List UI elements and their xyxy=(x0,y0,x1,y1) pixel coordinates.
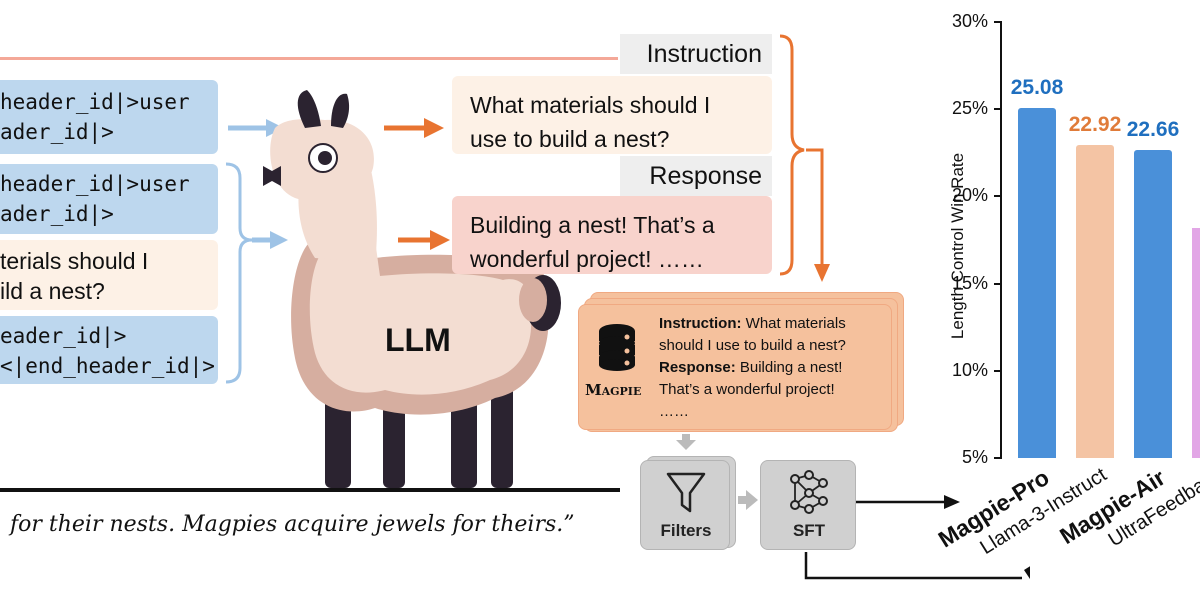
response-message: Building a nest! That’s a wonderful proj… xyxy=(452,196,772,274)
template-line: ader_id|> xyxy=(0,202,114,226)
instruction-line: use to build a nest? xyxy=(470,126,670,152)
card-text: Instruction: What materials should I use… xyxy=(659,313,889,423)
response-label: Response xyxy=(620,156,772,196)
chart-y-tick xyxy=(994,108,1002,111)
top-separator-line xyxy=(0,57,618,60)
template-line: terials should I xyxy=(0,248,149,274)
card-ellipsis: …… xyxy=(659,403,689,420)
card-instruction-key: Instruction: xyxy=(659,315,742,332)
template-line: eader_id|> xyxy=(0,324,127,348)
template-line: ild a nest? xyxy=(0,278,105,304)
chart-y-tick xyxy=(994,282,1002,285)
chart-ylabel: Length Control Win Rate xyxy=(948,152,967,340)
input-arrows xyxy=(0,118,620,492)
chart-y-tick xyxy=(994,21,1002,23)
chart-bar xyxy=(1018,107,1056,458)
llama-illustration xyxy=(263,90,561,488)
output-bracket xyxy=(779,34,830,282)
chart-category-label: UltraFeedback xyxy=(1104,463,1200,552)
card-response-text: That’s a wonderful project! xyxy=(659,381,835,398)
chart-value-label: 22.66 xyxy=(1126,118,1180,141)
chart-y-tick-label: 30% xyxy=(951,11,988,31)
instruction-message: What materials should I use to build a n… xyxy=(452,76,772,154)
chart-value-label: 25.08 xyxy=(1010,75,1064,99)
chart-category-label: W xyxy=(1103,464,1200,589)
response-line: Building a nest! That’s a xyxy=(470,212,715,238)
magpie-logo-text: Magpie xyxy=(585,381,642,399)
template-box-instruction: terials should I ild a nest? xyxy=(0,240,218,310)
dataset-card: Magpie Instruction: What materials shoul… xyxy=(578,304,892,430)
chart-bar xyxy=(1076,145,1114,458)
instruction-label: Instruction xyxy=(620,34,772,74)
chart-y-axis xyxy=(1000,22,1002,458)
chart-y-tick xyxy=(994,369,1002,372)
magpie-quote: for their nests. Magpies acquire jewels … xyxy=(10,512,575,537)
response-line: wonderful project! …… xyxy=(470,246,704,272)
chart-bar xyxy=(1134,150,1172,458)
template-line: header_id|>user xyxy=(0,172,190,196)
card-response-key: Response: xyxy=(659,359,736,376)
filters-label: Filters xyxy=(660,521,712,540)
database-icon xyxy=(599,324,635,371)
neural-network-icon xyxy=(790,470,828,514)
template-box-user-header: header_id|>user ader_id|> xyxy=(0,80,218,154)
card-instruction-text: What materials xyxy=(741,315,846,332)
template-box-user-header-2: header_id|>user ader_id|> xyxy=(0,164,218,234)
sft-label: SFT xyxy=(792,521,826,540)
llm-label: LLM xyxy=(385,322,451,358)
chart-y-tick xyxy=(994,195,1002,198)
pipeline-arrows xyxy=(676,434,1030,580)
template-line: <|end_header_id|> xyxy=(0,354,215,378)
instruction-line: What materials should I xyxy=(470,92,711,118)
template-line: header_id|>user xyxy=(0,90,190,114)
funnel-icon xyxy=(666,472,706,513)
sft-step: SFT xyxy=(760,460,856,550)
card-instruction-text: should I use to build a nest? xyxy=(659,337,846,354)
template-line: ader_id|> xyxy=(0,120,114,144)
chart-bar xyxy=(1192,227,1200,458)
filters-step: Filters xyxy=(640,460,730,550)
chart-value-label: 22.92 xyxy=(1068,113,1122,137)
template-box-assistant-header: eader_id|> <|end_header_id|> xyxy=(0,316,218,384)
card-response-text: Building a nest! xyxy=(735,359,843,376)
